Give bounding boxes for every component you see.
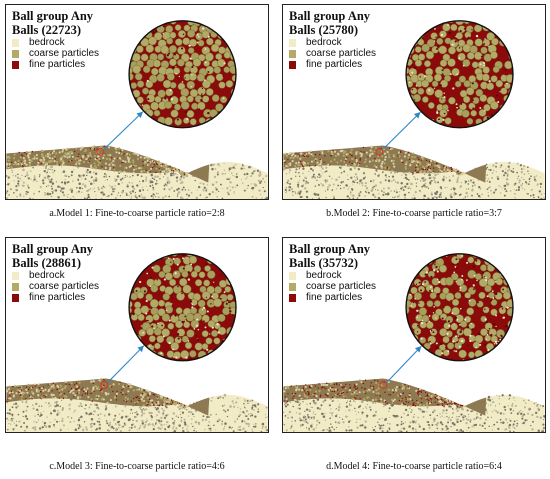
legend-label-bedrock: bedrock xyxy=(29,270,65,281)
zoom-arrow xyxy=(102,111,144,151)
zoom-arrowhead xyxy=(137,345,144,353)
zoom-arrow xyxy=(106,345,145,384)
caption-d: d.Model 4: Fine-to-coarse particle ratio… xyxy=(326,461,502,472)
legend-row-bedrock: bedrock xyxy=(12,270,99,281)
deposit-particles xyxy=(6,378,189,411)
legend-label-fine: fine particles xyxy=(29,292,86,303)
legend-label-bedrock: bedrock xyxy=(306,270,342,281)
legend-label-bedrock: bedrock xyxy=(306,37,342,48)
magnified-view-border xyxy=(128,20,237,129)
fine-swatch xyxy=(289,60,296,69)
bedrock-swatch xyxy=(289,271,296,280)
bedrock-particles xyxy=(6,163,268,199)
zoom-origin-marker xyxy=(375,147,384,156)
legend-title: Ball group Any xyxy=(12,9,94,23)
deposit-particles xyxy=(283,145,466,177)
particle-scene xyxy=(283,253,545,432)
ball-count: Balls (35732) xyxy=(289,256,359,270)
bedrock-swatch xyxy=(12,38,19,47)
legend: Ball group Any Balls (22723) bedrock coa… xyxy=(12,9,99,70)
legend-label-bedrock: bedrock xyxy=(29,37,65,48)
caption-b: b.Model 2: Fine-to-coarse particle ratio… xyxy=(326,208,502,219)
magnified-view-border xyxy=(405,253,514,362)
legend-label-coarse: coarse particles xyxy=(29,281,100,292)
legend-row-bedrock: bedrock xyxy=(289,37,376,48)
model-panel-a: Ball group Any Balls (22723) bedrock coa… xyxy=(5,4,269,200)
legend-label-coarse: coarse particles xyxy=(306,48,377,59)
legend-label-fine: fine particles xyxy=(29,59,86,70)
bedrock-particles xyxy=(283,161,545,199)
slope-deposit xyxy=(283,378,487,416)
coarse-swatch xyxy=(289,282,296,291)
bedrock-particles xyxy=(6,393,268,432)
zoom-arrowhead xyxy=(413,112,421,119)
zoom-origin-marker xyxy=(379,380,388,389)
legend-row-fine: fine particles xyxy=(12,292,99,303)
bedrock-swatch xyxy=(12,271,19,280)
magnified-view-border xyxy=(128,253,237,362)
caption-c: c.Model 3: Fine-to-coarse particle ratio… xyxy=(49,461,225,472)
legend-label-fine: fine particles xyxy=(306,292,363,303)
legend-row-coarse: coarse particles xyxy=(289,48,376,59)
legend-row-fine: fine particles xyxy=(289,59,376,70)
model-panel-b: Ball group Any Balls (25780) bedrock coa… xyxy=(282,4,546,200)
zoom-origin-marker xyxy=(96,147,105,156)
legend-title: Ball group Any xyxy=(289,9,371,23)
particle-scene xyxy=(6,20,268,199)
legend-row-fine: fine particles xyxy=(289,292,376,303)
coarse-swatch xyxy=(289,49,296,58)
model-panel-d: Ball group Any Balls (35732) bedrock coa… xyxy=(282,237,546,433)
model-panel-c: Ball group Any Balls (28861) bedrock coa… xyxy=(5,237,269,433)
zoom-arrow xyxy=(381,111,421,151)
caption-a: a.Model 1: Fine-to-coarse particle ratio… xyxy=(49,208,225,219)
legend-row-fine: fine particles xyxy=(12,59,99,70)
deposit-particles xyxy=(283,379,466,410)
legend-row-bedrock: bedrock xyxy=(12,37,99,48)
fine-swatch xyxy=(12,60,19,69)
legend-row-coarse: coarse particles xyxy=(289,281,376,292)
bedrock-particles xyxy=(283,394,545,432)
zoom-arrowhead xyxy=(136,111,143,119)
magnified-view-border xyxy=(405,20,514,129)
legend-row-coarse: coarse particles xyxy=(12,281,99,292)
particle-scene xyxy=(6,253,268,432)
zoom-arrow xyxy=(385,345,422,384)
legend-label-coarse: coarse particles xyxy=(306,281,377,292)
legend: Ball group Any Balls (25780) bedrock coa… xyxy=(289,9,376,70)
legend-row-coarse: coarse particles xyxy=(12,48,99,59)
ball-count: Balls (28861) xyxy=(12,256,82,270)
legend: Ball group Any Balls (35732) bedrock coa… xyxy=(289,242,376,303)
magnified-view xyxy=(129,20,236,128)
slope-deposit xyxy=(6,378,210,416)
ball-count: Balls (22723) xyxy=(12,23,82,37)
ball-count: Balls (25780) xyxy=(289,23,359,37)
legend-label-coarse: coarse particles xyxy=(29,48,100,59)
fine-swatch xyxy=(12,293,19,302)
coarse-swatch xyxy=(12,282,19,291)
fine-swatch xyxy=(289,293,296,302)
coarse-swatch xyxy=(12,49,19,58)
slope-deposit xyxy=(6,145,210,183)
deposit-particles xyxy=(6,145,189,177)
legend-title: Ball group Any xyxy=(289,242,371,256)
zoom-origin-marker xyxy=(100,380,109,389)
magnified-view xyxy=(406,253,513,361)
legend-title: Ball group Any xyxy=(12,242,94,256)
legend: Ball group Any Balls (28861) bedrock coa… xyxy=(12,242,99,303)
particle-scene xyxy=(283,20,545,199)
zoom-arrowhead xyxy=(414,346,422,353)
legend-label-fine: fine particles xyxy=(306,59,363,70)
magnified-view xyxy=(406,20,513,128)
bedrock-swatch xyxy=(289,38,296,47)
legend-row-bedrock: bedrock xyxy=(289,270,376,281)
magnified-view xyxy=(129,253,236,361)
